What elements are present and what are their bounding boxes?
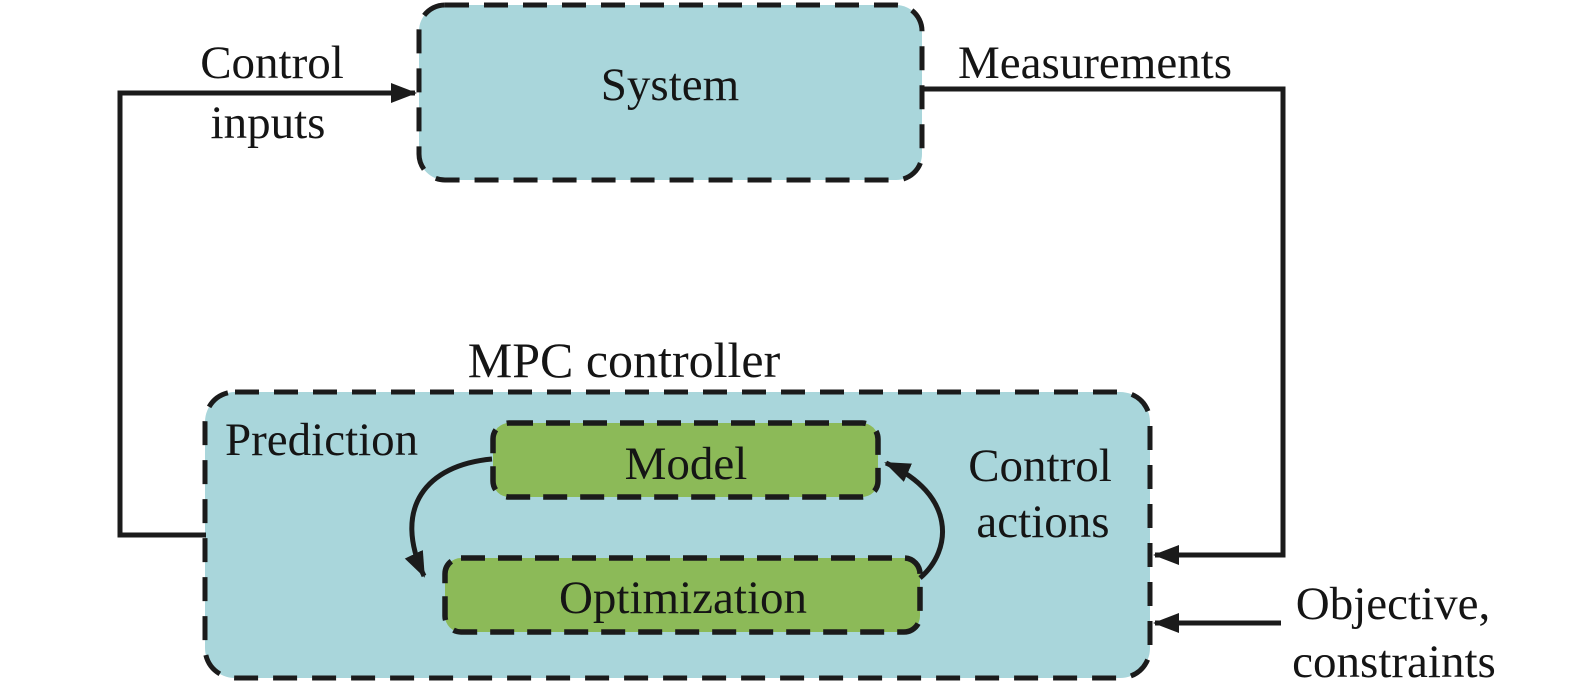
control-inputs-label-line1: Control: [200, 37, 344, 89]
control-inputs-label-line2: inputs: [211, 97, 326, 149]
model-box: [490, 420, 881, 500]
optimization-box: [442, 555, 923, 635]
optimization-to-model-arrow: [884, 460, 946, 580]
system-box: [416, 2, 925, 183]
mpc-controller-label: MPC controller: [468, 332, 781, 388]
control-actions-label-line1: Control: [968, 440, 1112, 492]
objective-constraints-label-line1: Objective,: [1296, 578, 1490, 630]
model-label: Model: [625, 438, 748, 490]
control-inputs-arrow: [117, 83, 417, 538]
objective-constraints-label-line2: constraints: [1292, 636, 1496, 688]
measurements-label: Measurements: [958, 37, 1232, 89]
model-to-optimization-arrow: [404, 456, 493, 578]
optimization-label: Optimization: [559, 572, 807, 624]
measurements-arrow: [922, 86, 1286, 565]
system-label: System: [601, 59, 739, 111]
prediction-label: Prediction: [225, 414, 418, 466]
control-actions-label-line2: actions: [976, 496, 1109, 548]
